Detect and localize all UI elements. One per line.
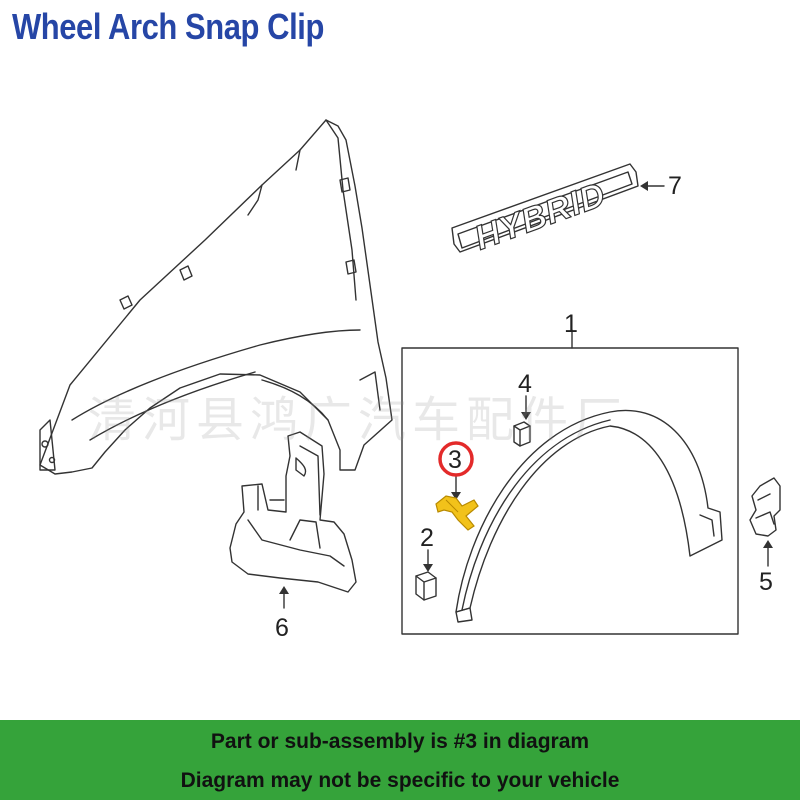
arch-molding-box <box>401 347 739 635</box>
emblem-label: HYBRID <box>470 175 611 257</box>
wheel-arch-molding <box>455 409 723 623</box>
highlight-ring <box>438 441 474 477</box>
clip-4 <box>513 421 531 447</box>
hybrid-emblem <box>451 163 639 253</box>
callout-4: 4 <box>518 370 532 398</box>
callout-2: 2 <box>420 524 434 552</box>
parts-diagram: HYBRID 1 2 3 4 5 6 7 <box>39 119 781 642</box>
callout-6: 6 <box>275 614 289 642</box>
callout-leaders <box>283 185 769 609</box>
callout-5: 5 <box>759 568 773 596</box>
clip-2 <box>415 571 437 601</box>
footer-banner: Part or sub-assembly is #3 in diagram Di… <box>0 720 800 800</box>
page-title: Wheel Arch Snap Clip <box>12 6 324 47</box>
mud-flap <box>229 431 357 593</box>
callout-3: 3 <box>448 446 462 474</box>
footer-part-note: Part or sub-assembly is #3 in diagram <box>210 730 590 753</box>
callout-7: 7 <box>668 172 682 200</box>
snap-clip-3 <box>435 495 479 531</box>
callout-1: 1 <box>564 310 578 338</box>
footer-disclaimer: Diagram may not be specific to your vehi… <box>180 769 620 792</box>
arrowheads <box>279 181 773 594</box>
fender-panel <box>39 119 393 475</box>
fastener-5 <box>749 477 781 537</box>
